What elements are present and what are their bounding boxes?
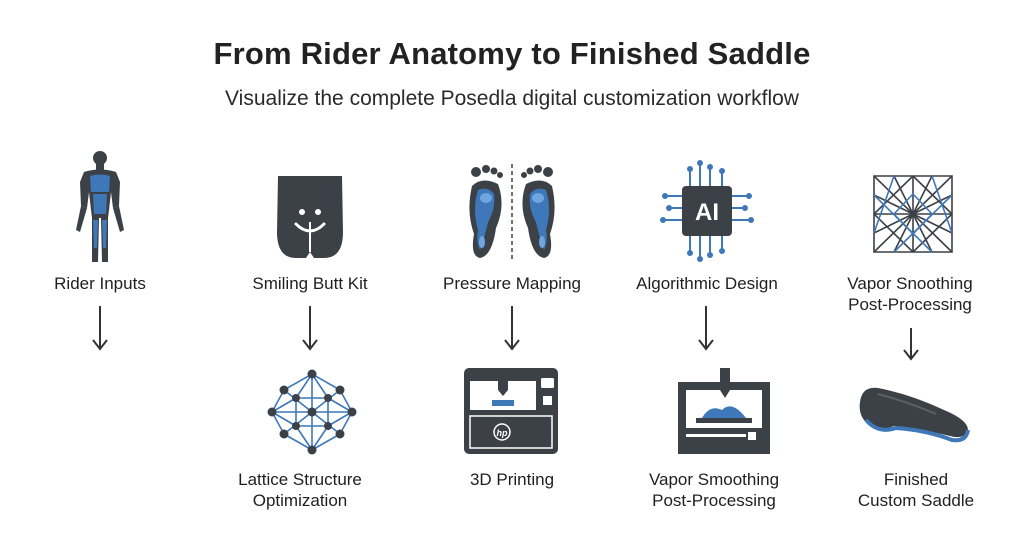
arrow-down-icon [302,306,318,351]
arrow-down-icon [698,306,714,351]
step-label-3d-printing: 3D Printing [469,470,555,489]
step-label-smiling-butt-kit: Smiling Butt Kit [252,274,368,293]
label-line: Lattice Structure [238,470,362,489]
lattice-cube-icon [873,175,953,253]
saddle-icon [859,387,970,443]
step-label-rider-inputs: Rider Inputs [54,274,146,293]
vapor-machine-icon [678,368,770,454]
step-label-pressure-mapping: Pressure Mapping [443,274,581,293]
step-label-vapor-snoothing: Vapor Snoothing Post-Processing [810,273,1010,315]
step-label-algorithmic-design: Algorithmic Design [636,274,778,293]
step-label-vapor-smoothing: Vapor Smoothing Post-Processing [614,469,814,511]
svg-text:AI: AI [695,199,719,226]
page-title: From Rider Anatomy to Finished Saddle [213,36,811,71]
label-line: Finished [883,470,949,489]
arrow-down-icon [504,306,520,351]
step-label-finished-saddle: Finished Custom Saddle [816,469,1016,511]
arrow-down-icon [903,328,919,361]
footprint-pressure-icon [469,164,555,260]
arrow-down-icon [92,306,108,351]
label-line: Custom Saddle [857,491,975,510]
step-label-lattice-structure: Lattice Structure Optimization [200,469,400,511]
smiling-butt-icon [277,176,343,258]
ai-chip-icon: AI [660,160,754,262]
label-line: Post-Processing [848,295,972,314]
page-subtitle: Visualize the complete Posedla digital c… [225,87,799,110]
label-line: Optimization [252,491,348,510]
label-line: Vapor Snoothing [847,274,973,293]
label-line: Post-Processing [652,491,776,510]
3d-printer-icon: hp [464,368,558,454]
label-line: Vapor Smoothing [648,470,780,489]
printer-brand-badge: hp [497,428,508,438]
human-body-icon [76,151,124,262]
lattice-network-icon [267,369,357,455]
